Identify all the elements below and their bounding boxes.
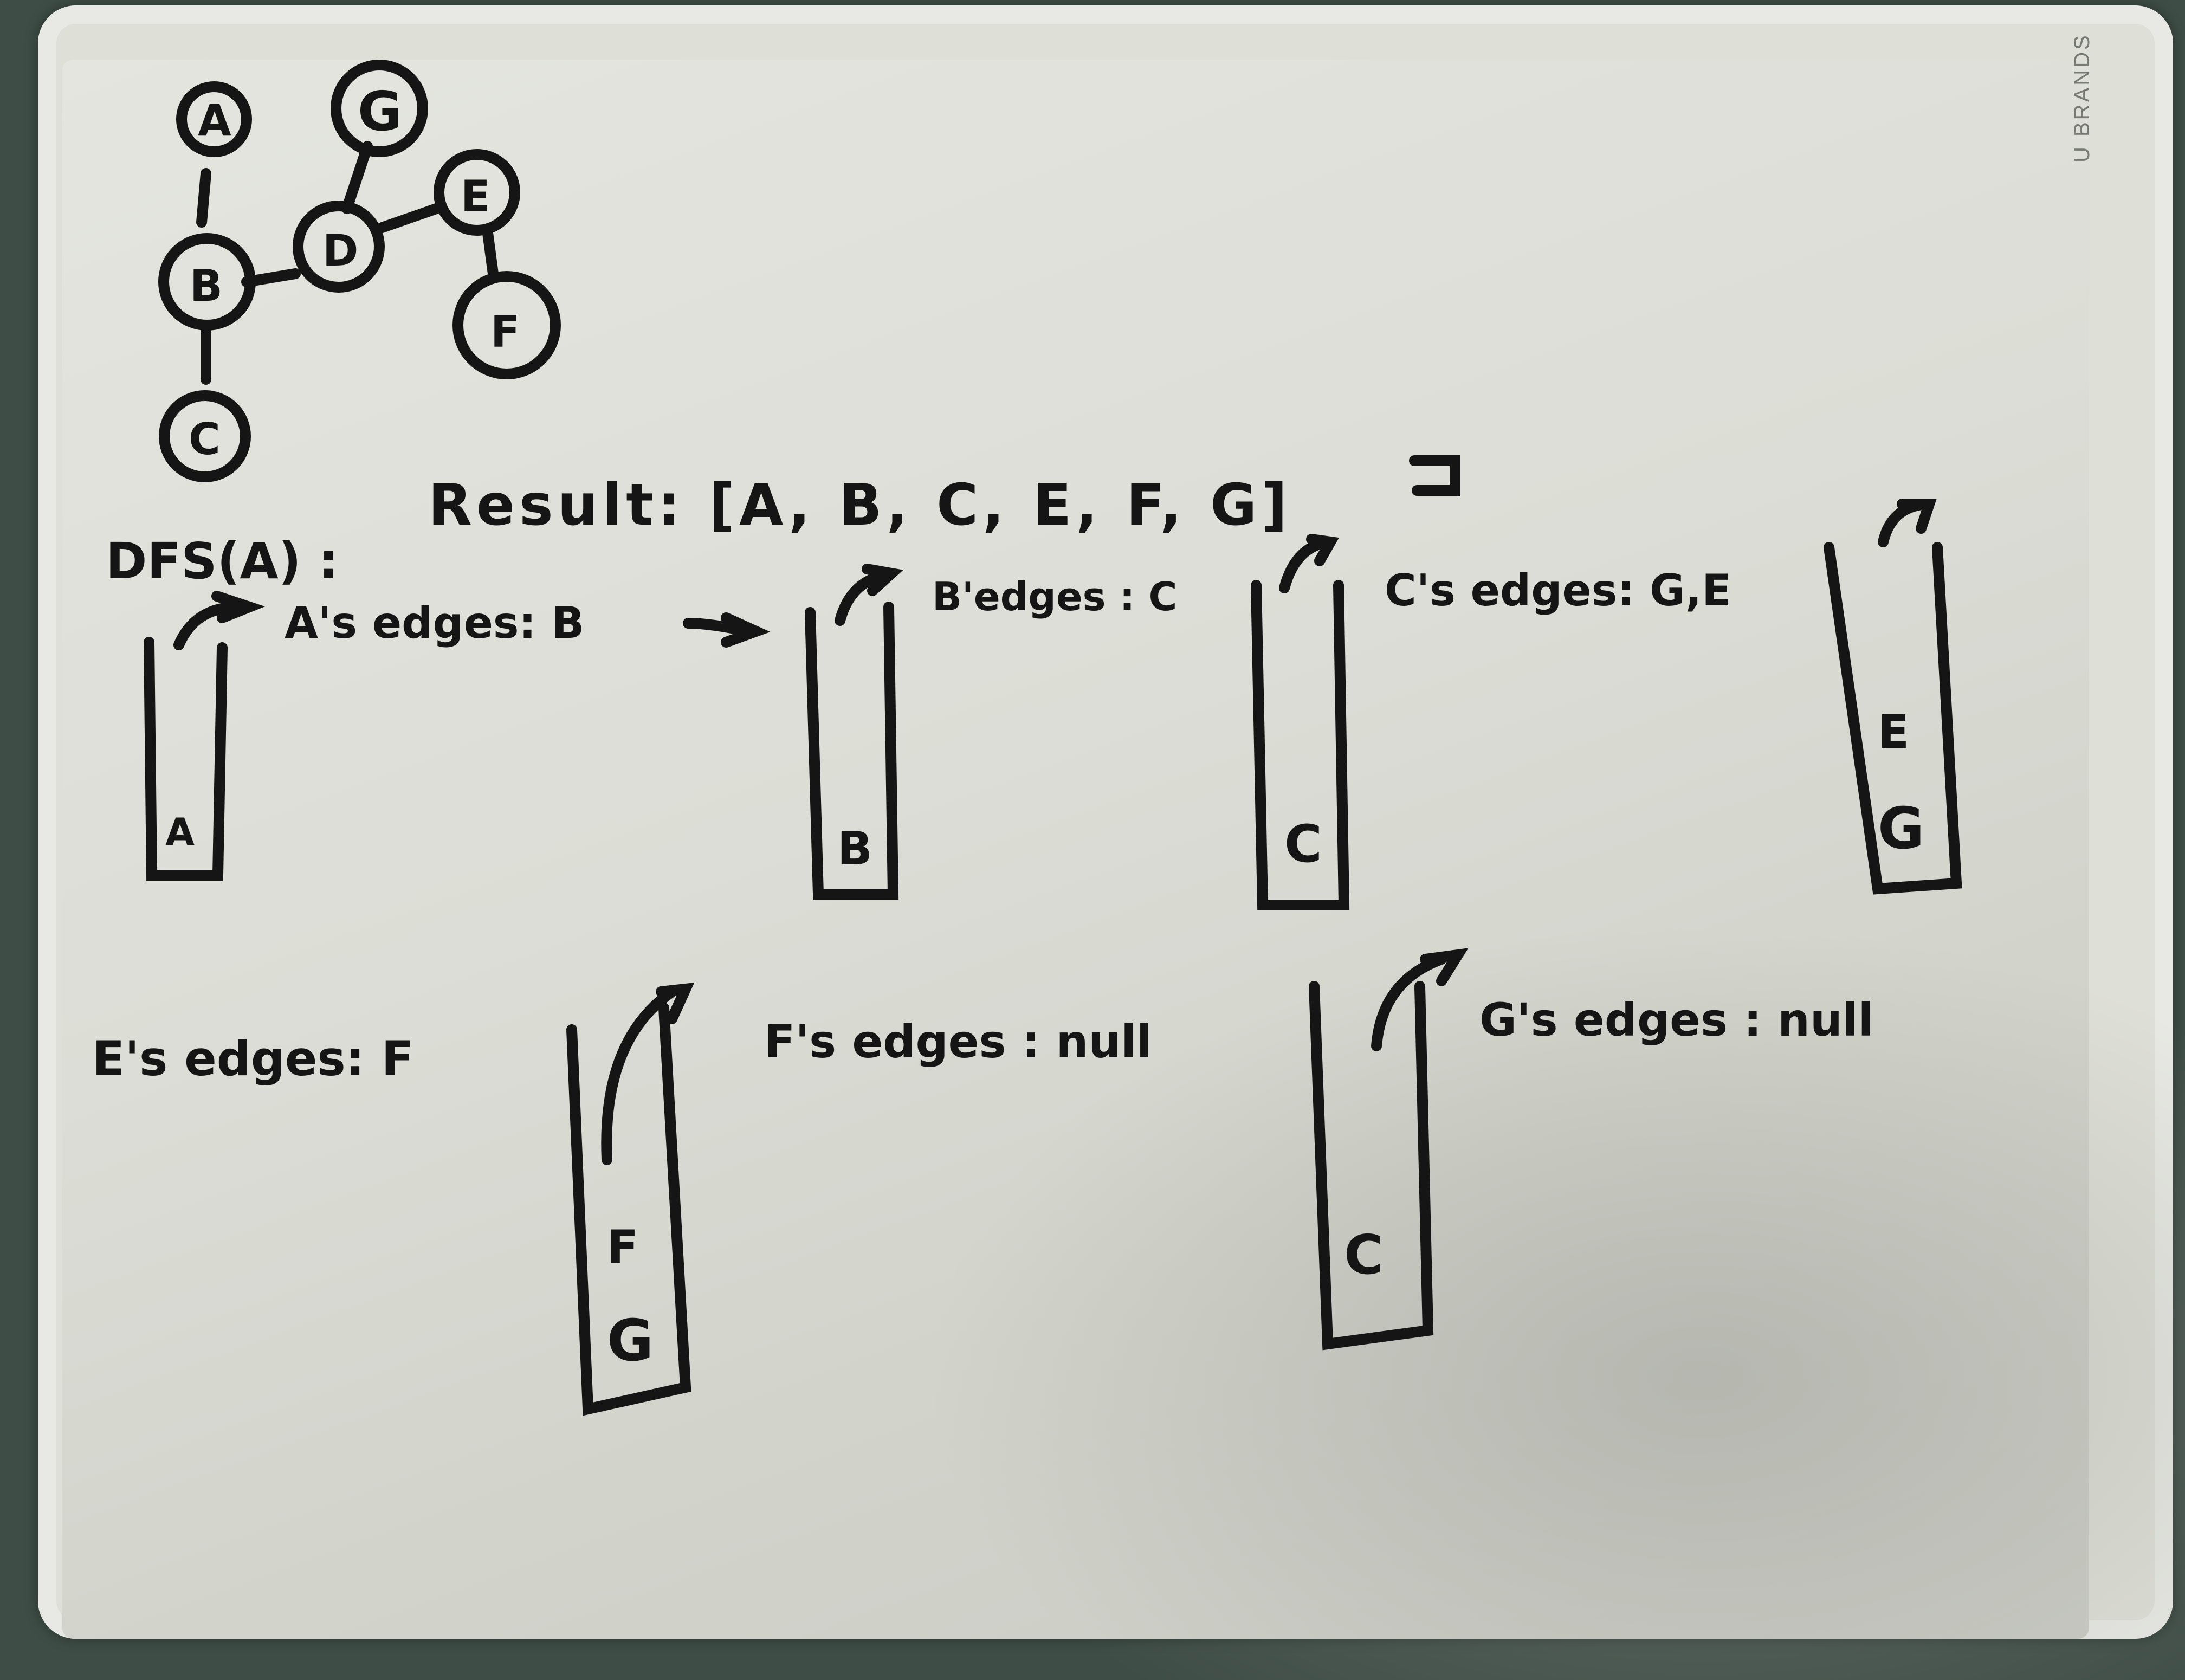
stack-5-item-1: F (607, 1220, 638, 1274)
node-g-circle (331, 60, 428, 157)
stack-6-item-1: C (1344, 1223, 1384, 1287)
stack-6-outline (1309, 981, 1434, 1351)
e-edges-note: E's edges: F (92, 1031, 414, 1087)
node-d-circle (293, 201, 385, 293)
stack-1-outline (144, 637, 228, 881)
b-edges-note: B'edges : C (932, 574, 1178, 619)
result-close-bracket (1409, 455, 1460, 496)
node-c-label: C (189, 414, 221, 464)
node-d-label: D (322, 225, 358, 276)
stack-3-item-1: C (1284, 815, 1322, 874)
edge-g-d (341, 141, 373, 214)
edge-a-b (196, 168, 211, 228)
g-edges-note: G's edges : null (1479, 993, 1874, 1046)
arrow-6 (1371, 948, 1469, 1051)
dfs-call-label: DFS(A) : (106, 532, 339, 590)
arrow-1 (173, 591, 266, 650)
c-edges-note: C's edges: G,E (1385, 565, 1731, 616)
edge-e-f (482, 228, 499, 279)
node-b-label: B (190, 261, 223, 311)
arrow-2 (835, 564, 903, 626)
stack-2-item-1: B (837, 822, 872, 876)
arrow-between (683, 612, 771, 648)
stack-2-outline (805, 602, 899, 900)
stack-4-item-1: E (1878, 706, 1909, 759)
f-edges-note: F's edges : null (764, 1015, 1152, 1068)
edge-d-e (377, 203, 442, 233)
a-edges-note: A's edges: B (285, 598, 585, 648)
stack-5-item-2: G (607, 1308, 654, 1374)
stack-4-item-2: G (1878, 796, 1924, 862)
node-g-label: G (358, 80, 402, 143)
stack-3-outline (1251, 580, 1350, 910)
arrow-3 (1279, 534, 1339, 593)
node-e-label: E (461, 171, 490, 222)
arrow-5 (601, 983, 695, 1165)
stack-4-outline (1824, 542, 1962, 895)
node-b-circle (158, 233, 256, 331)
node-a-circle (176, 81, 252, 157)
node-a-label: A (198, 95, 231, 146)
node-f-label: F (490, 307, 520, 357)
whiteboard-surface (62, 60, 2089, 1639)
node-f-circle (452, 271, 561, 379)
dfs-result-label: Result: [A, B, C, E, F, G] (428, 472, 1292, 538)
node-e-circle (434, 149, 520, 236)
node-c-circle (159, 390, 251, 482)
glare-shadow (921, 921, 2185, 1680)
stack-5-outline (566, 1003, 691, 1416)
stack-1-item-1: A (165, 810, 195, 855)
drawing-layer: A G E B D F C A B C E G F G C (144, 60, 1962, 1416)
arrow-4 (1878, 499, 1937, 547)
